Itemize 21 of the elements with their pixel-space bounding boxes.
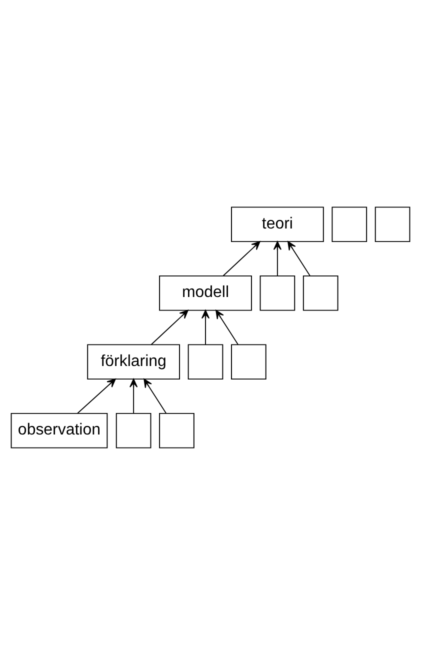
node-box — [374, 206, 410, 242]
arrow — [288, 240, 310, 276]
node-box — [188, 344, 224, 380]
arrow — [150, 309, 188, 344]
node-box — [302, 274, 338, 310]
node-box: modell — [159, 274, 252, 310]
node-box: teori — [231, 206, 324, 242]
node-box: förklaring — [87, 344, 180, 380]
arrow — [222, 240, 260, 276]
node-box — [116, 412, 152, 448]
node-box: observation — [10, 412, 108, 448]
arrow — [216, 309, 238, 344]
arrow — [144, 378, 167, 414]
node-box — [332, 206, 368, 242]
arrow — [273, 240, 282, 276]
node-box — [231, 344, 266, 380]
arrow — [201, 309, 210, 344]
arrow — [129, 378, 138, 414]
node-box — [260, 274, 296, 310]
arrow — [77, 378, 116, 414]
node-box — [159, 412, 194, 448]
